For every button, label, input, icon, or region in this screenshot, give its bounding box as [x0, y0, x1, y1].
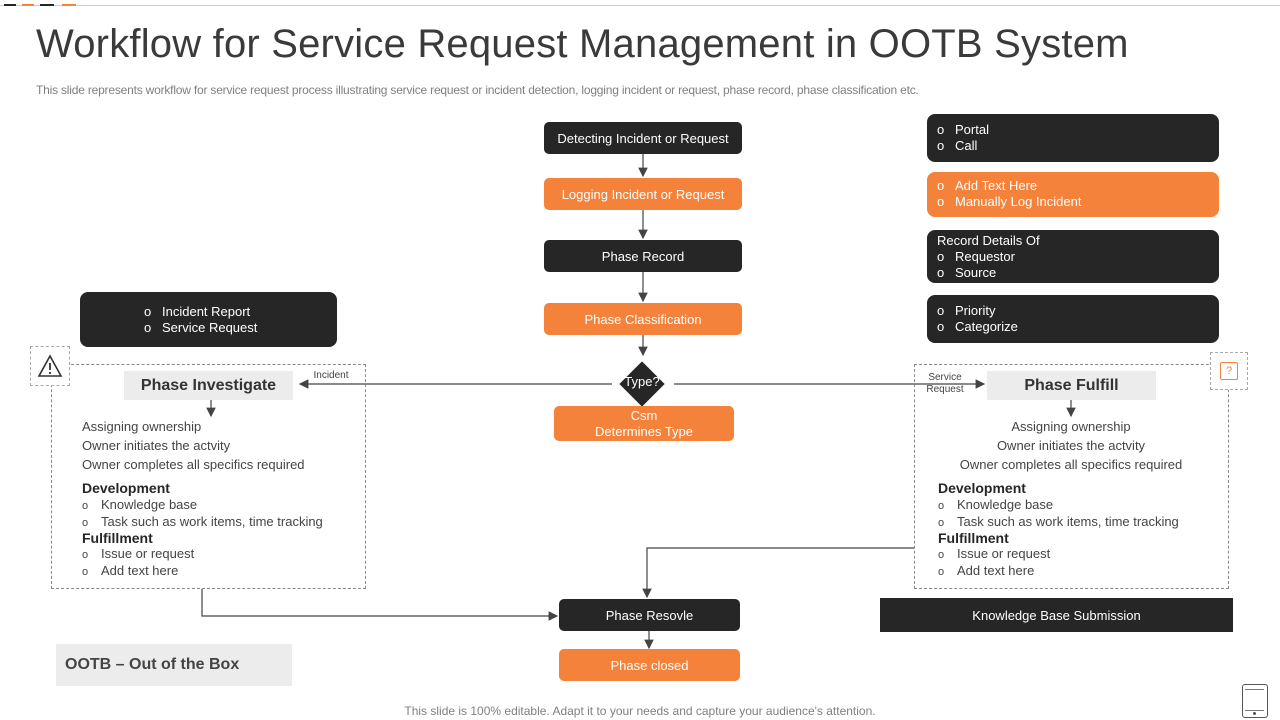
logging-step: Logging Incident or Request [544, 178, 742, 210]
fulfill-panel [914, 364, 1229, 589]
development-list: Knowledge base Task such as work items, … [938, 497, 1179, 531]
note-heading: Record Details Of [937, 233, 1040, 248]
text-line: Assigning ownership [82, 419, 202, 434]
knowledge-base-submission: Knowledge Base Submission [880, 598, 1233, 632]
footer-note: This slide is 100% editable. Adapt it to… [404, 704, 876, 718]
accent-dash [4, 4, 16, 6]
decision-label: Type? [624, 374, 660, 389]
list-item: Knowledge base [938, 497, 1179, 514]
text-line: Owner initiates the actvity [996, 438, 1146, 453]
fulfillment-list: Issue or request Add text here [938, 546, 1050, 580]
note-channels: Portal Call [927, 114, 1219, 162]
note-item: Categorize [937, 319, 1209, 335]
csm-box: Csm Determines Type [554, 406, 734, 441]
note-classification: Priority Categorize [927, 295, 1219, 343]
note-item: Source [937, 265, 1209, 281]
note-item: Portal [937, 122, 1209, 138]
list-item: Task such as work items, time tracking [82, 514, 323, 531]
fulfill-description: Assigning ownership Owner initiates the … [938, 417, 1204, 474]
note-logging: Add Text Here Manually Log Incident [927, 172, 1219, 217]
investigate-description: Assigning ownership Owner initiates the … [82, 417, 305, 474]
list-item: Issue or request [82, 546, 194, 563]
accent-dash [40, 4, 54, 6]
note-item: Add Text Here [937, 178, 1209, 194]
development-list: Knowledge base Task such as work items, … [82, 497, 323, 531]
list-item: Add text here [82, 563, 194, 580]
fulfillment-heading: Fulfillment [938, 530, 1009, 546]
incident-label: Incident [313, 370, 349, 381]
note-types: Incident Report Service Request [80, 292, 337, 347]
accent-dash [62, 4, 76, 6]
text-line: Owner completes all specifics required [959, 457, 1183, 472]
csm-line2: Determines Type [594, 423, 694, 439]
investigate-panel [51, 364, 366, 589]
csm-line1: Csm [630, 407, 658, 423]
phase-record-step: Phase Record [544, 240, 742, 272]
note-record-details: Record Details Of Requestor Source [927, 230, 1219, 283]
note-item: Call [937, 138, 1209, 154]
service-request-label: Service Request [918, 372, 972, 396]
arrow-investigate-resolve [201, 589, 559, 621]
list-item: Add text here [938, 563, 1050, 580]
development-heading: Development [938, 480, 1026, 496]
phase-investigate-label: Phase Investigate [124, 371, 293, 400]
text-line: Owner initiates the actvity [82, 438, 231, 453]
text-line: Owner completes all specifics required [82, 457, 305, 472]
tablet-icon [1242, 684, 1268, 718]
page-title: Workflow for Service Request Management … [36, 22, 1129, 66]
phase-fulfill-label: Phase Fulfill [987, 371, 1156, 400]
arrow-fulfill-resolve [642, 547, 914, 599]
fulfillment-list: Issue or request Add text here [82, 546, 194, 580]
note-item: Service Request [144, 320, 337, 336]
page-subtitle: This slide represents workflow for servi… [36, 83, 919, 97]
phase-classification-step: Phase Classification [544, 303, 742, 335]
phase-resolve-step: Phase Resovle [559, 599, 740, 631]
list-item: Task such as work items, time tracking [938, 514, 1179, 531]
ootb-legend: OOTB – Out of the Box [56, 644, 292, 686]
detecting-step: Detecting Incident or Request [544, 122, 742, 154]
fulfillment-heading: Fulfillment [82, 530, 153, 546]
decision-diamond: Type? [619, 361, 665, 407]
text-line: Assigning ownership [1011, 419, 1131, 434]
note-item: Priority [937, 303, 1209, 319]
list-item: Issue or request [938, 546, 1050, 563]
warning-icon [30, 346, 70, 386]
note-item: Incident Report [144, 304, 337, 320]
list-item: Knowledge base [82, 497, 323, 514]
phase-closed-step: Phase closed [559, 649, 740, 681]
note-item: Manually Log Incident [937, 194, 1209, 210]
note-item: Requestor [937, 249, 1209, 265]
top-divider [0, 5, 1280, 6]
accent-dash [22, 4, 34, 6]
question-icon: ? [1210, 352, 1248, 390]
service-label-line1: Service [928, 372, 962, 383]
development-heading: Development [82, 480, 170, 496]
service-label-line2: Request [926, 384, 964, 395]
